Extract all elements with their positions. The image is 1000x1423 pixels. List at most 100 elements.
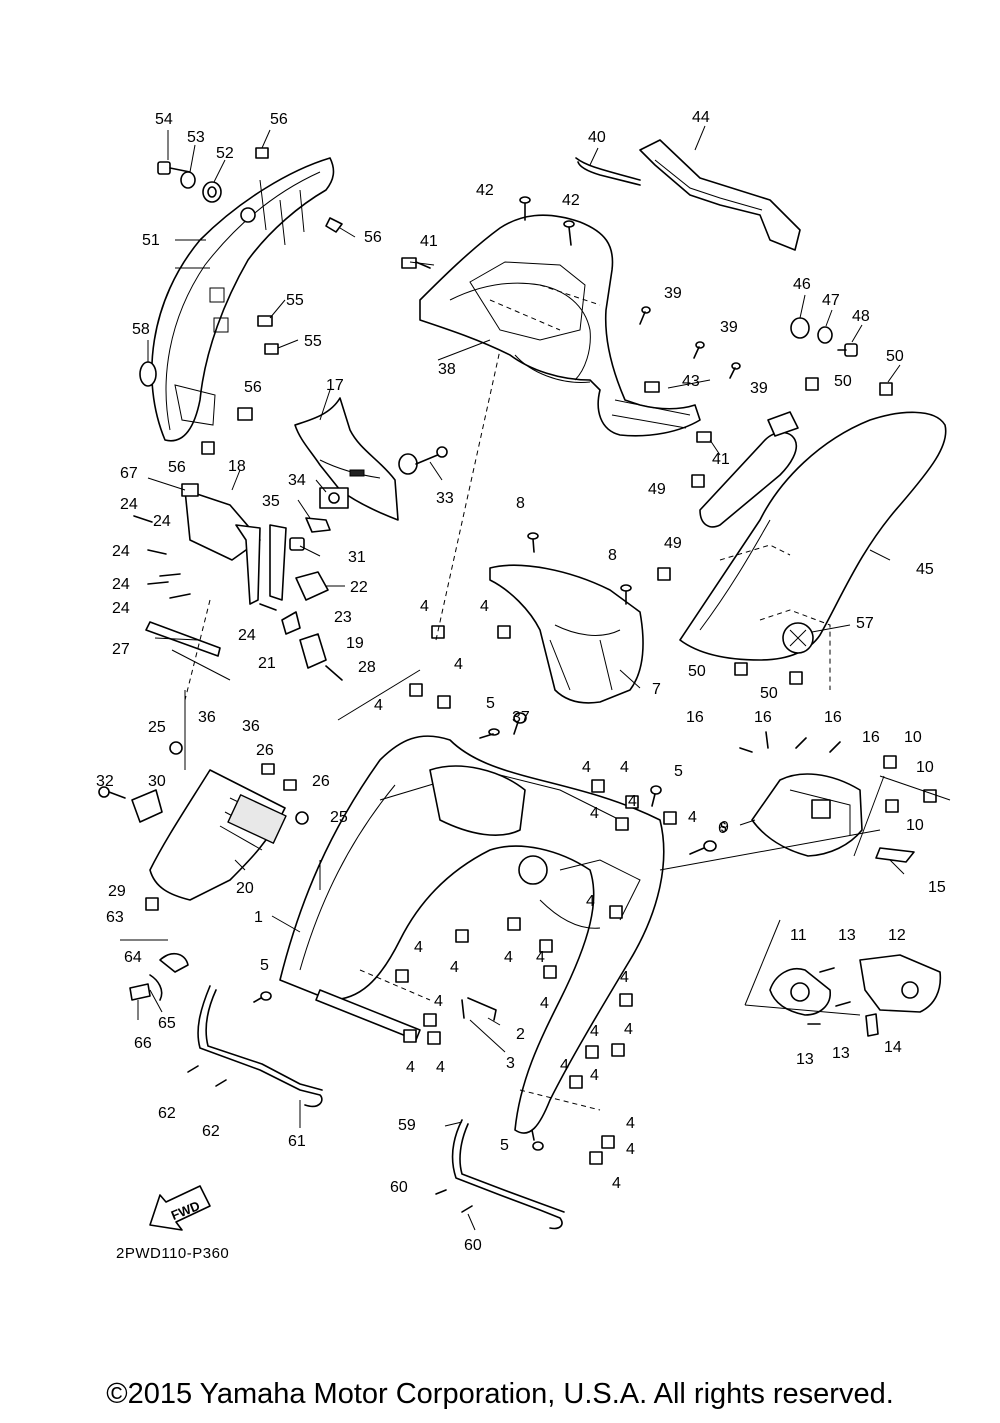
callout-10: 10 [916, 759, 934, 776]
callout-58: 58 [132, 321, 150, 338]
callout-4: 4 [504, 949, 513, 966]
callout-4: 4 [374, 697, 383, 714]
callout-61: 61 [288, 1133, 306, 1150]
callout-1: 1 [254, 909, 263, 926]
callout-24: 24 [112, 600, 130, 617]
callout-53: 53 [187, 129, 205, 146]
callout-9: 9 [720, 819, 729, 836]
callout-42: 42 [476, 182, 494, 199]
callout-labels: 54 53 52 56 56 51 55 55 58 56 56 40 44 4… [96, 109, 946, 1254]
callout-47: 47 [822, 292, 840, 309]
callout-11: 11 [790, 927, 807, 944]
callout-51: 51 [142, 232, 160, 249]
part-45-right-cover [679, 411, 947, 690]
callout-25: 25 [330, 809, 348, 826]
callout-4: 4 [560, 1057, 569, 1074]
callout-43: 43 [682, 373, 700, 390]
callout-41: 41 [420, 233, 438, 250]
callout-42: 42 [562, 192, 580, 209]
part-51-side-cover [151, 157, 335, 442]
callout-4: 4 [590, 805, 599, 822]
callout-49: 49 [648, 481, 666, 498]
clips-55-56 [139, 129, 356, 455]
callout-24: 24 [112, 543, 130, 560]
callout-4: 4 [414, 939, 423, 956]
callout-4: 4 [586, 893, 595, 910]
part-18-31-35-pieces [181, 446, 448, 605]
callout-55: 55 [304, 333, 322, 350]
callout-64: 64 [124, 949, 142, 966]
part-61-lower-bracket [187, 985, 323, 1108]
callout-26: 26 [256, 742, 274, 759]
part-20-left-panel [98, 741, 309, 1001]
callout-60: 60 [390, 1179, 408, 1196]
callout-18: 18 [228, 458, 246, 475]
callout-7: 7 [652, 681, 661, 698]
callout-25: 25 [148, 719, 166, 736]
callout-4: 4 [420, 598, 429, 615]
part-41-42-43-screws [401, 196, 741, 443]
callout-49: 49 [664, 535, 682, 552]
callout-24: 24 [153, 513, 171, 530]
callout-4: 4 [688, 809, 697, 826]
callout-38: 38 [438, 361, 456, 378]
callout-15: 15 [928, 879, 946, 896]
callout-59: 59 [398, 1117, 416, 1134]
callout-36: 36 [242, 718, 260, 735]
callout-5: 5 [500, 1137, 509, 1154]
callout-62: 62 [158, 1105, 176, 1122]
callout-56: 56 [244, 379, 262, 396]
callout-21: 21 [258, 655, 276, 672]
callout-2: 2 [516, 1026, 525, 1043]
callout-16: 16 [824, 709, 842, 726]
callout-28: 28 [358, 659, 376, 676]
callout-6: 6 [718, 820, 727, 837]
callout-33: 33 [436, 490, 454, 507]
callout-23: 23 [334, 609, 352, 626]
callout-66: 66 [134, 1035, 152, 1052]
callout-54: 54 [155, 111, 173, 128]
callout-4: 4 [434, 993, 443, 1010]
copyright-notice: ©2015 Yamaha Motor Corporation, U.S.A. A… [106, 1378, 894, 1410]
callout-50: 50 [834, 373, 852, 390]
callout-55: 55 [286, 292, 304, 309]
callout-63: 63 [106, 909, 124, 926]
part-52-54-fasteners [157, 130, 226, 203]
callout-46: 46 [793, 276, 811, 293]
callout-16: 16 [754, 709, 772, 726]
part-9-inner-box [739, 731, 937, 863]
callout-16: 16 [862, 729, 880, 746]
callout-60: 60 [464, 1237, 482, 1254]
part-1-leg-shield [279, 735, 665, 1134]
callout-8: 8 [608, 547, 617, 564]
part-19-23-bracket [281, 571, 343, 681]
callout-17: 17 [326, 377, 344, 394]
callout-39: 39 [720, 319, 738, 336]
callout-4: 4 [436, 1059, 445, 1076]
callout-13: 13 [838, 927, 856, 944]
callout-4: 4 [626, 1115, 635, 1132]
callout-24: 24 [120, 496, 138, 513]
callout-14: 14 [884, 1039, 902, 1056]
callout-67: 67 [120, 465, 138, 482]
callout-57: 57 [856, 615, 874, 632]
callout-37: 37 [512, 709, 530, 726]
callout-10: 10 [904, 729, 922, 746]
callout-26: 26 [312, 773, 330, 790]
callout-4: 4 [626, 1141, 635, 1158]
callout-22: 22 [350, 579, 368, 596]
callout-5: 5 [260, 957, 269, 974]
callout-30: 30 [148, 773, 166, 790]
callout-4: 4 [620, 969, 629, 986]
callout-4: 4 [450, 959, 459, 976]
callout-24: 24 [238, 627, 256, 644]
part-59-lower-bracket [435, 1119, 565, 1230]
callout-65: 65 [158, 1015, 176, 1032]
callout-50: 50 [688, 663, 706, 680]
callout-19: 19 [346, 635, 364, 652]
part-24-screws [133, 515, 277, 611]
callout-35: 35 [262, 493, 280, 510]
callout-4: 4 [480, 598, 489, 615]
callout-62: 62 [202, 1123, 220, 1140]
